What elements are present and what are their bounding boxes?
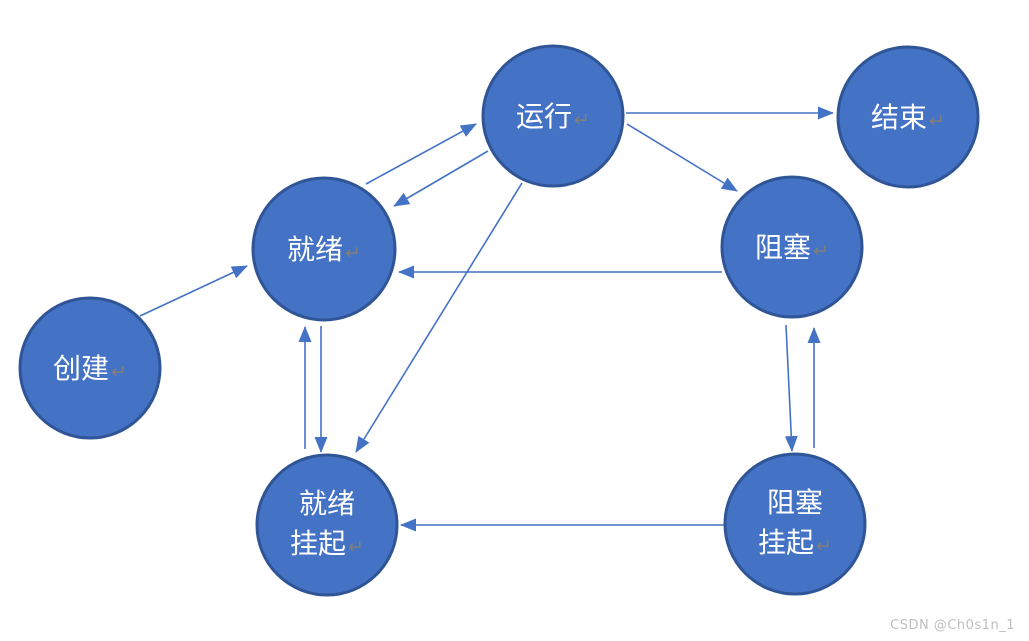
- node-blocked: 阻塞↵: [720, 175, 864, 319]
- blocked-circle: [720, 175, 864, 319]
- node-blocked-suspended: 阻塞挂起↵: [723, 452, 867, 596]
- paragraph-return-mark: ↵: [574, 109, 590, 131]
- blocked-suspended-label: 阻塞挂起↵: [758, 486, 832, 559]
- node-running: 运行↵: [481, 44, 625, 188]
- csdn-watermark: CSDN @Ch0s1n_1: [890, 618, 1015, 633]
- paragraph-return-mark: ↵: [345, 242, 361, 264]
- end-label: 结束↵: [871, 101, 945, 134]
- paragraph-return-mark: ↵: [929, 110, 945, 132]
- blocked-label: 阻塞↵: [755, 231, 829, 264]
- ready-label: 就绪↵: [287, 233, 361, 266]
- paragraph-return-mark: ↵: [111, 361, 127, 383]
- node-end: 结束↵: [836, 45, 980, 189]
- edge-running-to-ready: [393, 150, 489, 207]
- node-ready: 就绪↵: [251, 176, 397, 322]
- edge-ready-to-running: [365, 123, 477, 185]
- edge-running-to-ready-suspended: [355, 182, 523, 453]
- paragraph-return-mark: ↵: [816, 535, 832, 557]
- create-label: 创建↵: [53, 352, 127, 385]
- running-label: 运行↵: [516, 100, 590, 133]
- create-circle: [18, 296, 162, 440]
- paragraph-return-mark: ↵: [813, 240, 829, 262]
- ready-circle: [251, 176, 397, 322]
- paragraph-return-mark: ↵: [348, 536, 364, 558]
- ready-suspended-label: 就绪挂起↵: [290, 487, 364, 560]
- node-ready-suspended: 就绪挂起↵: [255, 453, 399, 597]
- edge-running-to-blocked: [626, 123, 738, 192]
- running-circle: [481, 44, 625, 188]
- node-create: 创建↵: [18, 296, 162, 440]
- edge-create-to-ready: [139, 265, 248, 317]
- blocked-suspended-circle: [723, 452, 867, 596]
- edge-blocked-to-blocked-suspended: [784, 324, 798, 452]
- end-circle: [836, 45, 980, 189]
- ready-suspended-circle: [255, 453, 399, 597]
